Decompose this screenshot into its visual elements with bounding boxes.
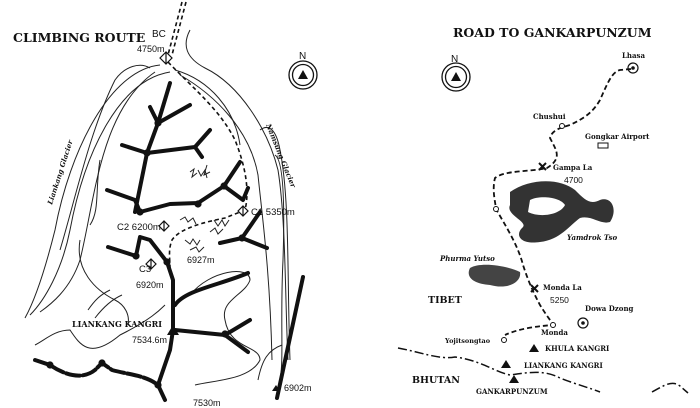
road-line — [492, 68, 632, 336]
khula-kangri-label: KHULA KANGRI — [545, 344, 609, 353]
gampa-la-pass-icon — [538, 162, 547, 171]
road-map: ROAD TO GANKARPUNZUM N Lhasa Chushui Gon… — [397, 25, 689, 396]
climbing-route-map: CLIMBING ROUTE Liankang Glacier Namsung … — [13, 1, 318, 408]
gampa-la-label: Gampa La — [553, 163, 593, 172]
yojitsongtao-label: Yojitsongtao — [444, 337, 491, 345]
town-icon — [493, 206, 499, 212]
summit-name: LIANKANG KANGRI — [72, 319, 162, 329]
phurma-yutso-label: Phurma Yutso — [439, 254, 495, 263]
c3-tent-icon — [145, 258, 157, 270]
road-map-title: ROAD TO GANKARPUNZUM — [453, 25, 652, 40]
tibet-label: TIBET — [428, 295, 462, 306]
c1-label: C1 5350m — [251, 207, 295, 218]
ridge-nodes — [46, 119, 246, 389]
gampa-la-altitude: 4700 — [564, 175, 583, 185]
c2-tent-icon — [158, 220, 170, 232]
phurma-yutso-lake — [468, 264, 521, 287]
c3-altitude: 6920m — [136, 280, 164, 290]
lhasa-city-icon — [627, 62, 639, 74]
chushui-icon — [559, 123, 565, 129]
monda-la-label: Monda La — [543, 283, 582, 292]
dowa-dzong-label: Dowa Dzong — [585, 304, 634, 313]
north-compass-icon: N — [288, 51, 318, 90]
chushui-label: Chushui — [533, 112, 566, 121]
liankang-kangri-label: LIANKANG KANGRI — [524, 361, 603, 370]
lhasa-label: Lhasa — [622, 51, 645, 60]
monda-icon — [550, 322, 556, 328]
yamdrok-tso-lake — [509, 181, 614, 243]
peak-6902-label: 6902m — [284, 383, 312, 393]
peak-6902-triangle-icon — [272, 385, 280, 391]
monda-label: Monda — [541, 328, 568, 337]
namsung-glacier-label: Namsung Glacier — [264, 121, 299, 190]
icefall-marks — [179, 164, 230, 253]
peak-6927-label: 6927m — [187, 255, 215, 265]
khula-kangri-triangle-icon — [529, 344, 539, 352]
gongkar-airport-label: Gongkar Airport — [585, 132, 650, 141]
summit-altitude: 7534.6m — [132, 335, 167, 345]
summit-triangle-icon — [167, 325, 179, 335]
monda-la-altitude: 5250 — [550, 295, 569, 305]
c3-label: C3 — [139, 264, 151, 275]
climbing-route-title: CLIMBING ROUTE — [13, 30, 145, 45]
c2-label: C2 6200m — [117, 222, 161, 233]
north-compass-icon: N — [441, 54, 471, 92]
gankarpunzum-label: GANKARPUNZUM — [476, 387, 548, 396]
svg-text:N: N — [299, 51, 306, 62]
liankang-kangri-triangle-icon — [501, 360, 511, 368]
svg-text:N: N — [451, 54, 458, 65]
glacier-outlines — [24, 29, 291, 386]
border-segment — [651, 382, 689, 394]
airport-icon — [597, 142, 609, 149]
peak-7530-label: 7530m — [193, 398, 221, 408]
bhutan-label: BHUTAN — [412, 375, 460, 386]
dowa-dzong-icon — [577, 317, 589, 329]
c1-tent-icon — [237, 205, 249, 217]
yamdrok-tso-label: Yamdrok Tso — [567, 233, 617, 242]
ridge-lines — [33, 81, 305, 402]
bc-label: BC — [152, 29, 166, 40]
base-camp-tent-icon — [159, 51, 173, 65]
climbing-route-line — [167, 1, 248, 269]
yojitsongtao-icon — [501, 337, 507, 343]
monda-la-pass-icon — [530, 284, 539, 293]
gankarpunzum-triangle-icon — [509, 375, 519, 383]
bc-altitude: 4750m — [137, 44, 165, 54]
